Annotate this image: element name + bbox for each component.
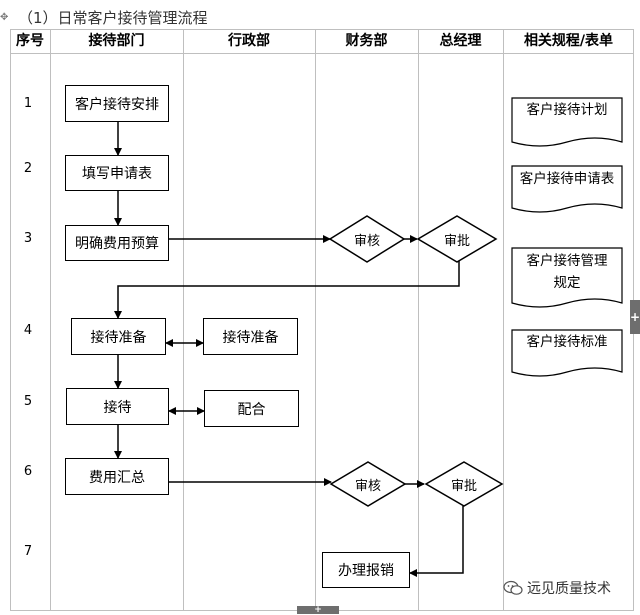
decision-approve-label: 审批 — [450, 479, 477, 494]
process-reception[interactable]: 接待 — [66, 388, 169, 425]
col-header-procedures-forms: 相关规程/表单 — [523, 33, 614, 49]
document-customer-plan: 客户接待计划 — [526, 102, 608, 118]
document-shape-standard — [511, 329, 623, 377]
decision-approve-2 — [424, 461, 504, 507]
column-divider — [183, 29, 184, 611]
document-application-form: 客户接待申请表 — [519, 171, 615, 187]
document-shape-plan — [511, 97, 623, 147]
decision-approve-label: 审批 — [443, 234, 470, 249]
process-define-budget[interactable]: 明确费用预算 — [65, 225, 169, 261]
document-shape-rule — [511, 247, 623, 308]
row-number: 5 — [23, 394, 33, 409]
decision-review-label: 审核 — [354, 479, 381, 494]
column-divider — [315, 29, 316, 611]
column-divider — [50, 29, 51, 611]
row-number: 4 — [23, 323, 33, 338]
process-cooperate[interactable]: 配合 — [204, 390, 299, 427]
row-number: 3 — [23, 231, 33, 246]
process-cost-summary[interactable]: 费用汇总 — [65, 458, 169, 495]
process-reimbursement[interactable]: 办理报销 — [322, 552, 410, 588]
process-reception-prep[interactable]: 接待准备 — [71, 318, 166, 355]
column-divider — [418, 29, 419, 611]
decision-review-2 — [329, 461, 407, 507]
document-reception-standard: 客户接待标准 — [526, 334, 608, 350]
document-rule-line: 客户接待管理 — [526, 253, 608, 269]
row-number: 2 — [23, 161, 33, 176]
column-divider — [503, 29, 504, 611]
col-header-index: 序号 — [16, 33, 44, 49]
expand-bottom-handle[interactable]: + — [297, 606, 339, 615]
document-shape-application — [511, 165, 623, 213]
wechat-icon — [503, 580, 523, 595]
arrow-approve-to-prep — [114, 260, 460, 319]
process-fill-application[interactable]: 填写申请表 — [65, 155, 169, 191]
row-number: 7 — [23, 544, 33, 559]
document-rule-line: 规定 — [553, 275, 581, 291]
decision-review-label: 审核 — [353, 234, 380, 249]
process-admin-prep[interactable]: 接待准备 — [203, 318, 298, 355]
col-header-general-manager: 总经理 — [439, 33, 482, 49]
col-header-reception-dept: 接待部门 — [88, 33, 145, 49]
watermark-text: 远见质量技术 — [527, 581, 611, 597]
row-number: 6 — [23, 464, 33, 479]
col-header-finance-dept: 财务部 — [345, 33, 388, 49]
col-header-admin-dept: 行政部 — [228, 33, 270, 49]
watermark: 远见质量技术 — [503, 578, 611, 598]
row-number: 1 — [23, 96, 33, 111]
arrow-approve-to-reimburse — [409, 506, 464, 577]
diagram-title: （1）日常客户接待管理流程 — [18, 9, 208, 27]
header-divider — [10, 53, 634, 54]
move-handle-icon[interactable]: ✥ — [0, 12, 9, 23]
document-management-rule: 客户接待管理 规定 — [512, 250, 622, 294]
process-customer-arrangement[interactable]: 客户接待安排 — [65, 85, 169, 122]
decision-review-1 — [328, 215, 406, 263]
expand-right-handle[interactable]: + — [630, 300, 640, 334]
decision-approve-1 — [416, 215, 498, 263]
